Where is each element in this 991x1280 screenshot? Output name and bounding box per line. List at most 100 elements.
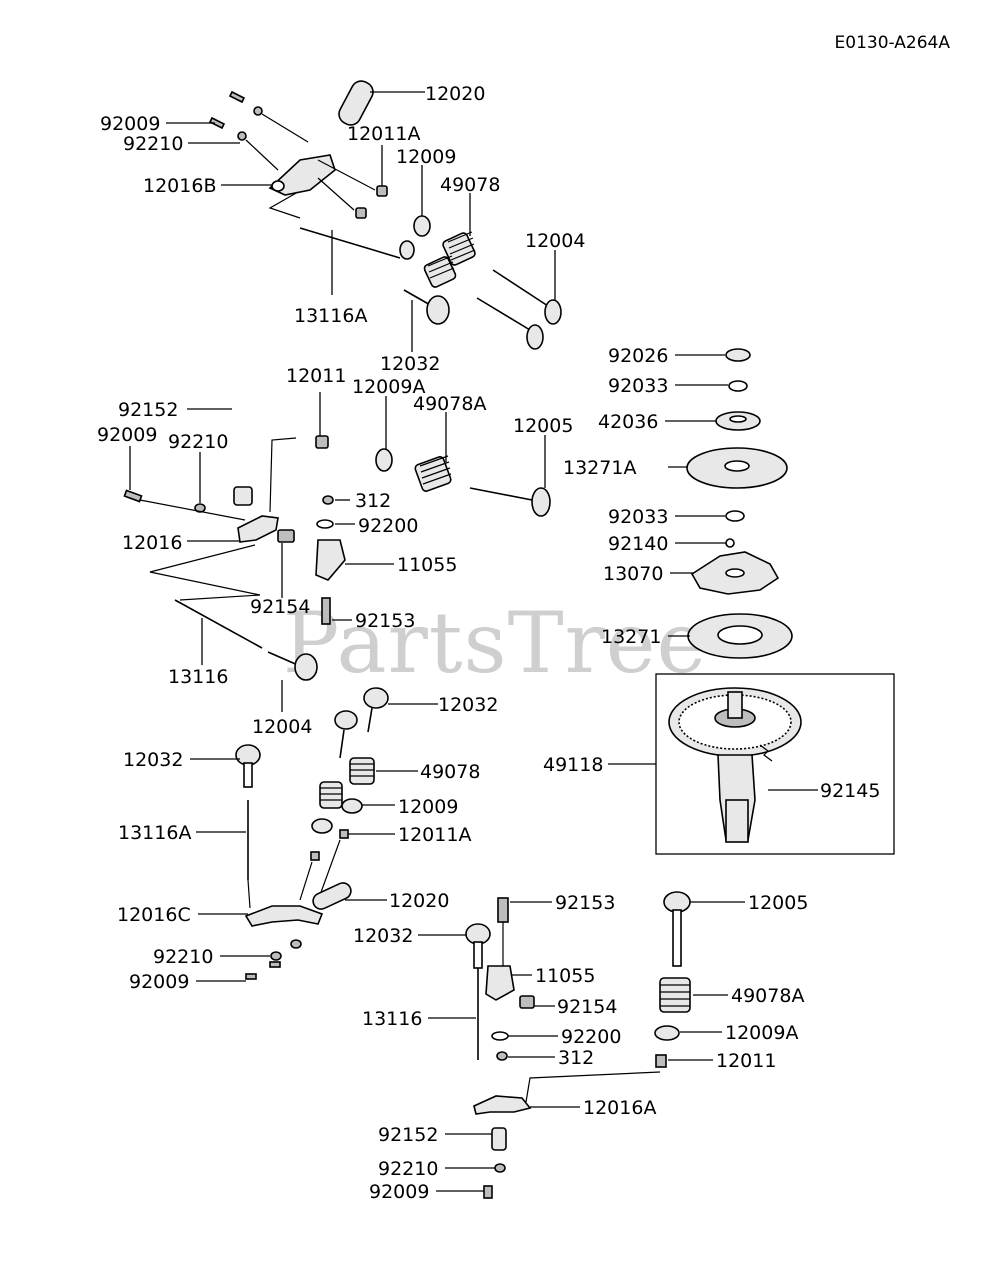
axis-line (149, 544, 261, 601)
part-label[interactable]: 92200 (561, 1026, 621, 1048)
retainer-12009-b (311, 818, 333, 834)
valve-stem-12004 (492, 269, 549, 307)
part-label[interactable]: 92154 (557, 996, 617, 1018)
part-labels: 12020 92009 12011A 92210 12009 12016B 49… (97, 83, 880, 1203)
part-label[interactable]: 13271 (601, 626, 661, 648)
cam-shaft-bottom (725, 799, 749, 843)
valve-head-12005 (531, 487, 551, 517)
part-label[interactable]: 13070 (603, 563, 663, 585)
nut-92210-b (290, 939, 302, 949)
part-label[interactable]: 12016B (143, 175, 216, 197)
rocker-arm-12016a (473, 1095, 532, 1115)
part-label[interactable]: 312 (558, 1047, 594, 1069)
part-label[interactable]: 92210 (378, 1158, 438, 1180)
axis-line (268, 191, 301, 219)
part-label[interactable]: 11055 (535, 965, 595, 987)
axis-line (317, 159, 376, 191)
part-label[interactable]: 92145 (820, 780, 880, 802)
rocker-arm-12016c (244, 905, 324, 927)
leader-lines (129, 91, 818, 1192)
retainer-12009 (341, 798, 363, 814)
part-label[interactable]: 92152 (378, 1124, 438, 1146)
part-label[interactable]: 13116A (118, 822, 191, 844)
part-label[interactable]: 92009 (100, 113, 160, 135)
nut-92152 (233, 486, 253, 506)
part-label[interactable]: 49078A (731, 985, 804, 1007)
part-label[interactable]: 49078 (440, 174, 500, 196)
part-label[interactable]: 92152 (118, 399, 178, 421)
plate-hole (724, 460, 750, 472)
part-label[interactable]: 92009 (369, 1181, 429, 1203)
part-label[interactable]: 12011 (716, 1050, 776, 1072)
part-label[interactable]: 312 (355, 490, 391, 512)
part-label[interactable]: 12005 (513, 415, 573, 437)
middle-left-assembly (123, 435, 551, 681)
part-label[interactable]: 92033 (608, 506, 668, 528)
spring-49078-b (423, 255, 457, 288)
part-label[interactable]: 92200 (358, 515, 418, 537)
part-label[interactable]: 92009 (97, 424, 157, 446)
washer-92200 (316, 519, 334, 529)
weight-hole (725, 568, 745, 578)
part-label[interactable]: 12009A (352, 376, 425, 398)
part-label[interactable]: 12032 (123, 749, 183, 771)
axis-line (299, 861, 313, 901)
part-label[interactable]: 92140 (608, 533, 668, 555)
part-label[interactable]: 12011A (347, 123, 420, 145)
part-label[interactable]: 12011A (398, 824, 471, 846)
part-label[interactable]: 12011 (286, 365, 346, 387)
part-label[interactable]: 49118 (543, 754, 603, 776)
part-label[interactable]: 13116 (362, 1008, 422, 1030)
spring-49078a (659, 977, 691, 1013)
holder-hole (729, 415, 747, 423)
ring-92033-a (728, 380, 748, 392)
part-label[interactable]: 12016C (117, 904, 191, 926)
axis-line (261, 113, 309, 143)
part-label[interactable]: 13116A (294, 305, 367, 327)
part-label[interactable]: 12020 (425, 83, 485, 105)
part-label[interactable]: 92210 (123, 133, 183, 155)
axis-line (319, 839, 341, 896)
spring-49078 (319, 757, 375, 809)
camshaft-box-49118 (655, 673, 895, 855)
rocker-arm-12016b (268, 154, 336, 196)
part-label[interactable]: 92153 (555, 892, 615, 914)
part-label[interactable]: 49078 (420, 761, 480, 783)
valve-stem-12005 (672, 909, 682, 967)
screw-92009-b (208, 116, 226, 130)
valve-stem-12005 (469, 487, 533, 501)
axis-line (269, 437, 297, 513)
part-label[interactable]: 92210 (168, 431, 228, 453)
part-label[interactable]: 12016A (583, 1097, 656, 1119)
screw-92009-a (228, 90, 246, 104)
part-label[interactable]: 92153 (355, 610, 415, 632)
valve-head-12004-b (526, 324, 544, 350)
part-label[interactable]: 12004 (525, 230, 585, 252)
part-label[interactable]: 12032 (438, 694, 498, 716)
part-label[interactable]: 42036 (598, 411, 658, 433)
part-label[interactable]: 12032 (353, 925, 413, 947)
part-label[interactable]: 92009 (129, 971, 189, 993)
part-label[interactable]: 12032 (380, 353, 440, 375)
part-label[interactable]: 12016 (122, 532, 182, 554)
screw-92009-b (269, 961, 281, 968)
part-label[interactable]: 13116 (168, 666, 228, 688)
part-label[interactable]: 12009 (398, 796, 458, 818)
part-label[interactable]: 12004 (252, 716, 312, 738)
axis-line (317, 177, 355, 211)
seal-92026 (725, 348, 751, 362)
part-label[interactable]: 92026 (608, 345, 668, 367)
part-label[interactable]: 13271A (563, 457, 636, 479)
part-label[interactable]: 92033 (608, 375, 668, 397)
part-label[interactable]: 11055 (397, 554, 457, 576)
pin-92145 (759, 744, 773, 762)
part-label[interactable]: 49078A (413, 393, 486, 415)
part-label[interactable]: 12009A (725, 1022, 798, 1044)
nut-92210 (494, 1163, 506, 1173)
part-label[interactable]: 12005 (748, 892, 808, 914)
part-label[interactable]: 12009 (396, 146, 456, 168)
part-label[interactable]: 92154 (250, 596, 310, 618)
governor-stack (686, 348, 793, 659)
part-label[interactable]: 12020 (389, 890, 449, 912)
part-label[interactable]: 92210 (153, 946, 213, 968)
